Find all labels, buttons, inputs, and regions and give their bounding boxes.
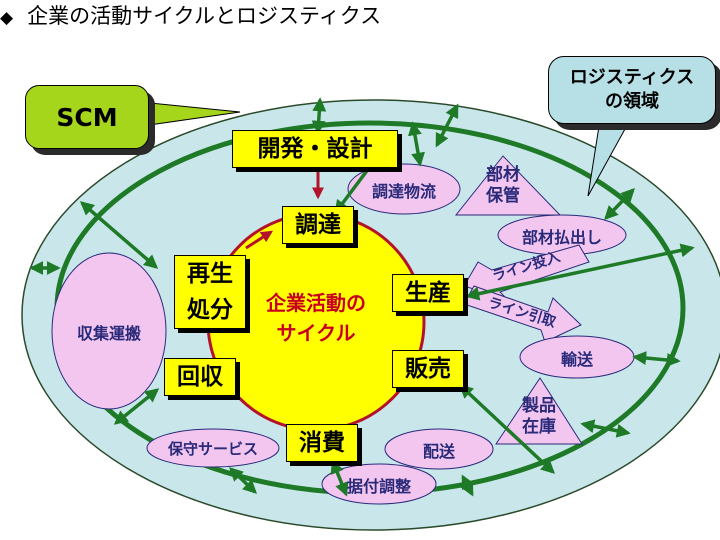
cycle-center-line1: 企業活動の xyxy=(266,291,366,315)
scm-label: SCM xyxy=(56,102,118,132)
stage-recycle-line1: 再生 xyxy=(187,261,233,287)
label-maintenance-service: 保守サービス xyxy=(167,440,258,458)
page-title: ◆ 企業の活動サイクルとロジスティクス xyxy=(0,0,720,30)
label-delivery: 配送 xyxy=(422,442,455,461)
label-parts-dispatch: 部材払出し xyxy=(521,228,602,247)
arrow-inventory-ring xyxy=(580,419,631,438)
stage-design: 開発・設計 xyxy=(232,130,398,168)
green-arrows xyxy=(29,97,695,497)
label-transport: 輸送 xyxy=(560,350,593,369)
arrow-consumption-ring xyxy=(330,459,349,497)
label-installation: 据付調整 xyxy=(346,477,411,496)
arrow-design-ring xyxy=(311,97,327,135)
label-collection-transport: 収集運搬 xyxy=(76,324,141,343)
arrow-transport-ring xyxy=(632,351,681,367)
arrow-collection-recovery xyxy=(113,388,160,425)
stage-production: 生産 xyxy=(392,274,464,312)
arrow-collection-recycle xyxy=(79,201,159,269)
label-parts-storage-line2: 保管 xyxy=(486,186,520,207)
cycle-center-text: 企業活動の サイクル xyxy=(238,288,394,348)
cycle-center-line2: サイクル xyxy=(276,321,356,345)
label-parts-storage: 部材 保管 xyxy=(468,165,538,208)
arrow-ring-logistics xyxy=(408,121,425,167)
stage-recovery: 回収 xyxy=(164,358,236,396)
arrow-sales-delivery xyxy=(458,384,556,474)
maintenance-bubble xyxy=(146,428,280,468)
stage-recycle-line2: 処分 xyxy=(187,297,233,323)
diamond-bullet-icon: ◆ xyxy=(0,8,14,28)
arrow-dispatch-ring xyxy=(604,187,635,221)
label-parts-storage-line1: 部材 xyxy=(486,165,520,185)
label-product-inventory-line1: 製品 xyxy=(522,396,556,416)
arrow-ring-top xyxy=(435,103,459,148)
arrow-maintenance-ring xyxy=(228,467,258,494)
label-product-inventory-line2: 在庫 xyxy=(522,417,556,438)
logistics-callout: ロジスティクス の領域 xyxy=(548,56,716,124)
stage-sales: 販売 xyxy=(392,350,464,388)
installation-bubble xyxy=(321,463,437,505)
stage-recycle-disposal: 再生 処分 xyxy=(174,255,246,329)
arrow-production-ring xyxy=(465,243,695,301)
cycle-arrow xyxy=(245,230,274,250)
arrow-delivery-ring xyxy=(460,474,475,497)
parts-storage-triangle xyxy=(454,155,562,216)
stage-consumption: 消費 xyxy=(286,424,358,462)
page-title-text: 企業の活動サイクルとロジスティクス xyxy=(27,4,382,28)
label-product-inventory: 製品 在庫 xyxy=(504,396,574,439)
label-procurement-logistics: 調達物流 xyxy=(371,182,436,201)
logistics-label-line2: の領域 xyxy=(605,91,659,112)
scm-callout: SCM xyxy=(25,85,149,149)
logistics-label-line1: ロジスティクス xyxy=(569,66,695,88)
stage-procurement: 調達 xyxy=(282,206,354,244)
